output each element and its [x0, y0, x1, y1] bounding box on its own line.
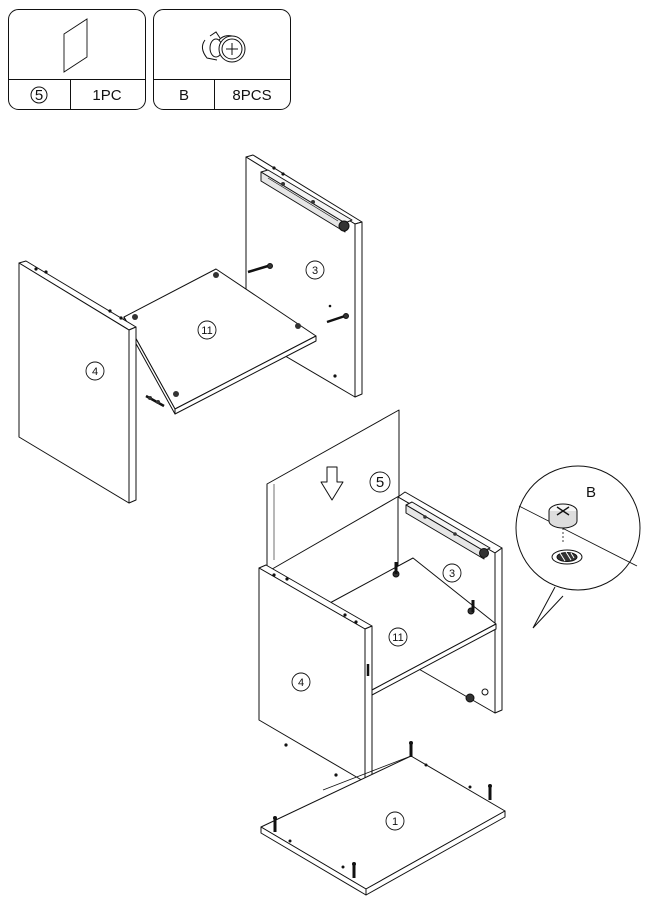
step2-back-panel-circle	[369, 471, 391, 493]
parts-card-hardware: B 8PCS	[153, 9, 291, 110]
cam-lock-detail-icon	[548, 503, 583, 565]
step2-back-panel-label: 5	[376, 474, 384, 491]
step2-base-circle	[385, 811, 405, 831]
back-panel-thumbnail-icon	[63, 18, 88, 73]
step2-right-panel-circle	[442, 563, 462, 583]
part-5-qty: 1PC	[92, 87, 121, 104]
left-panel-4	[18, 260, 137, 504]
cam-lock-icon	[201, 31, 246, 63]
step2-shelf-circle	[388, 627, 408, 647]
step2-left-panel-circle	[291, 672, 311, 692]
base-cam-bolts	[273, 743, 492, 878]
down-arrow-icon	[320, 466, 344, 501]
callout-pointer	[532, 586, 564, 629]
step2-base-label: 1	[392, 816, 398, 828]
parts-table: 5 1PC B 8PCS	[8, 9, 291, 110]
detail-callout: B	[515, 465, 641, 629]
detail-magnifier-circle	[515, 465, 641, 591]
step1-right-panel-label: 3	[312, 265, 318, 277]
step1-shelf-circle	[197, 320, 217, 340]
step2-labels: 5 3 11 4 1	[291, 471, 462, 831]
part-B-label: B	[179, 87, 189, 104]
part-5-circle	[30, 86, 48, 104]
detail-B-label: B	[586, 484, 596, 501]
shelf-11	[123, 268, 317, 415]
step2-shelf-label: 11	[392, 632, 403, 644]
step1-exploded-view	[18, 154, 363, 504]
part-B-qty: 8PCS	[232, 87, 271, 104]
part-5-label: 5	[35, 87, 43, 104]
step1-left-panel-label: 4	[92, 366, 98, 378]
step1-right-panel-circle	[305, 260, 325, 280]
step1-shelf-label: 11	[201, 325, 212, 337]
parts-card-panel: 5 1PC	[8, 9, 146, 110]
step2-assembly-view	[258, 409, 506, 896]
step1-labels: 4 11 3	[85, 260, 325, 381]
cam-bolts-right	[247, 263, 349, 324]
step2-right-panel-label: 3	[449, 568, 455, 580]
base-1	[260, 741, 506, 896]
step2-left-panel-label: 4	[298, 677, 304, 689]
step2-drawer-runner	[405, 501, 491, 560]
drawer-runner	[260, 169, 353, 233]
step1-left-panel-circle	[85, 361, 105, 381]
